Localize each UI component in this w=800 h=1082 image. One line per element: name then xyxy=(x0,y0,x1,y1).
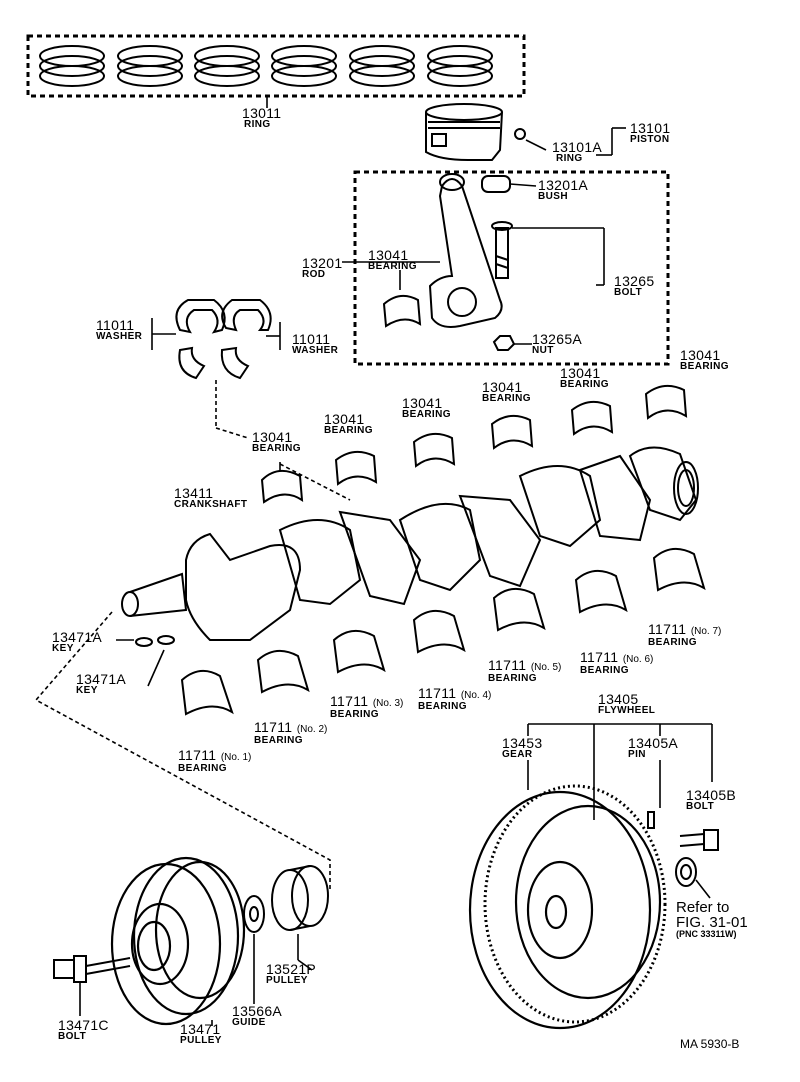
label-11711-bearing-no6: 11711 (No. 6) BEARING xyxy=(580,649,654,676)
label-13471-pulley: 13471 PULLEY xyxy=(180,1021,222,1046)
label-13041-bearing-5: 13041 BEARING xyxy=(560,365,609,390)
label-13521P-pulley: 13521P PULLEY xyxy=(266,961,317,986)
piston-icon xyxy=(425,103,503,161)
label-11711-bearing-no5: 11711 (No. 5) BEARING xyxy=(488,657,562,684)
label-13471A-key-1: 13471A KEY xyxy=(52,629,103,654)
crankshaft-icon xyxy=(121,446,699,641)
crank-key-icon xyxy=(135,635,175,647)
label-13041-bearing-6: 13041 BEARING xyxy=(680,347,729,372)
label-13265-bolt: 13265 BOLT xyxy=(614,273,655,298)
main-bearing-lower-icon xyxy=(180,547,706,716)
label-13011-ring: 13011 RING xyxy=(242,105,282,130)
pulley-bolt-icon xyxy=(53,955,131,983)
label-11011-washer-right: 11011 WASHER xyxy=(292,331,339,356)
label-13411-crankshaft: 13411 CRANKSHAFT xyxy=(174,485,248,510)
ring-set-box xyxy=(26,34,526,98)
piston-ring-icon xyxy=(39,45,493,87)
rod-bolt-icon xyxy=(491,221,513,279)
label-13471C-bolt: 13471C BOLT xyxy=(58,1017,109,1042)
connecting-rod-icon xyxy=(428,173,503,328)
connecting-rod-box xyxy=(353,170,670,366)
rod-bearing-icon xyxy=(382,294,422,328)
rod-bush-icon xyxy=(481,175,511,193)
thrust-washer-icon xyxy=(175,299,272,380)
label-13405B-bolt: 13405B BOLT xyxy=(686,787,737,812)
label-13041-bearing-3: 13041 BEARING xyxy=(402,395,451,420)
label-13101-piston: 13101 PISTON xyxy=(630,120,671,145)
label-13405A-pin: 13405A PIN xyxy=(628,735,679,760)
label-13201A-bush: 13201A BUSH xyxy=(538,177,589,202)
reference-note: Refer to FIG. 31-01 (PNC 33311W) xyxy=(676,899,748,939)
figure-code: MA 5930-B xyxy=(680,1037,740,1051)
label-13265A-nut: 13265A NUT xyxy=(532,331,583,356)
label-13566A-guide: 13566A GUIDE xyxy=(232,1003,283,1028)
label-11711-bearing-no2: 11711 (No. 2) BEARING xyxy=(254,719,328,746)
label-11711-bearing-no7: 11711 (No. 7) BEARING xyxy=(648,621,722,648)
crank-pulley-icon xyxy=(110,856,246,1026)
piston-pin-clip-icon xyxy=(514,128,526,140)
label-13201-rod: 13201 ROD xyxy=(302,255,343,280)
label-11711-bearing-no1: 11711 (No. 1) BEARING xyxy=(178,747,252,774)
flywheel-pin-icon xyxy=(647,811,655,829)
rod-nut-icon xyxy=(492,335,516,351)
label-13041-rod-bearing: 13041 BEARING xyxy=(368,247,417,272)
label-13471A-key-2: 13471A KEY xyxy=(76,671,127,696)
label-13041-bearing-1: 13041 BEARING xyxy=(252,429,301,454)
flywheel-icon xyxy=(468,784,667,1030)
timing-pulley-icon xyxy=(271,865,329,931)
label-13453-gear: 13453 GEAR xyxy=(502,735,543,760)
flywheel-bolt-icon xyxy=(679,829,719,851)
label-11711-bearing-no4: 11711 (No. 4) BEARING xyxy=(418,685,492,712)
label-11011-washer-left: 11011 WASHER xyxy=(96,317,143,342)
label-13101A-ring: 13101A RING xyxy=(552,139,603,164)
main-bearing-upper-icon xyxy=(260,384,688,504)
label-13405-flywheel: 13405 FLYWHEEL xyxy=(598,691,656,716)
label-11711-bearing-no3: 11711 (No. 3) BEARING xyxy=(330,693,404,720)
label-13041-bearing-4: 13041 BEARING xyxy=(482,379,531,404)
label-13041-bearing-2: 13041 BEARING xyxy=(324,411,373,436)
timing-guide-icon xyxy=(243,895,265,933)
flywheel-washer-icon xyxy=(675,857,697,887)
